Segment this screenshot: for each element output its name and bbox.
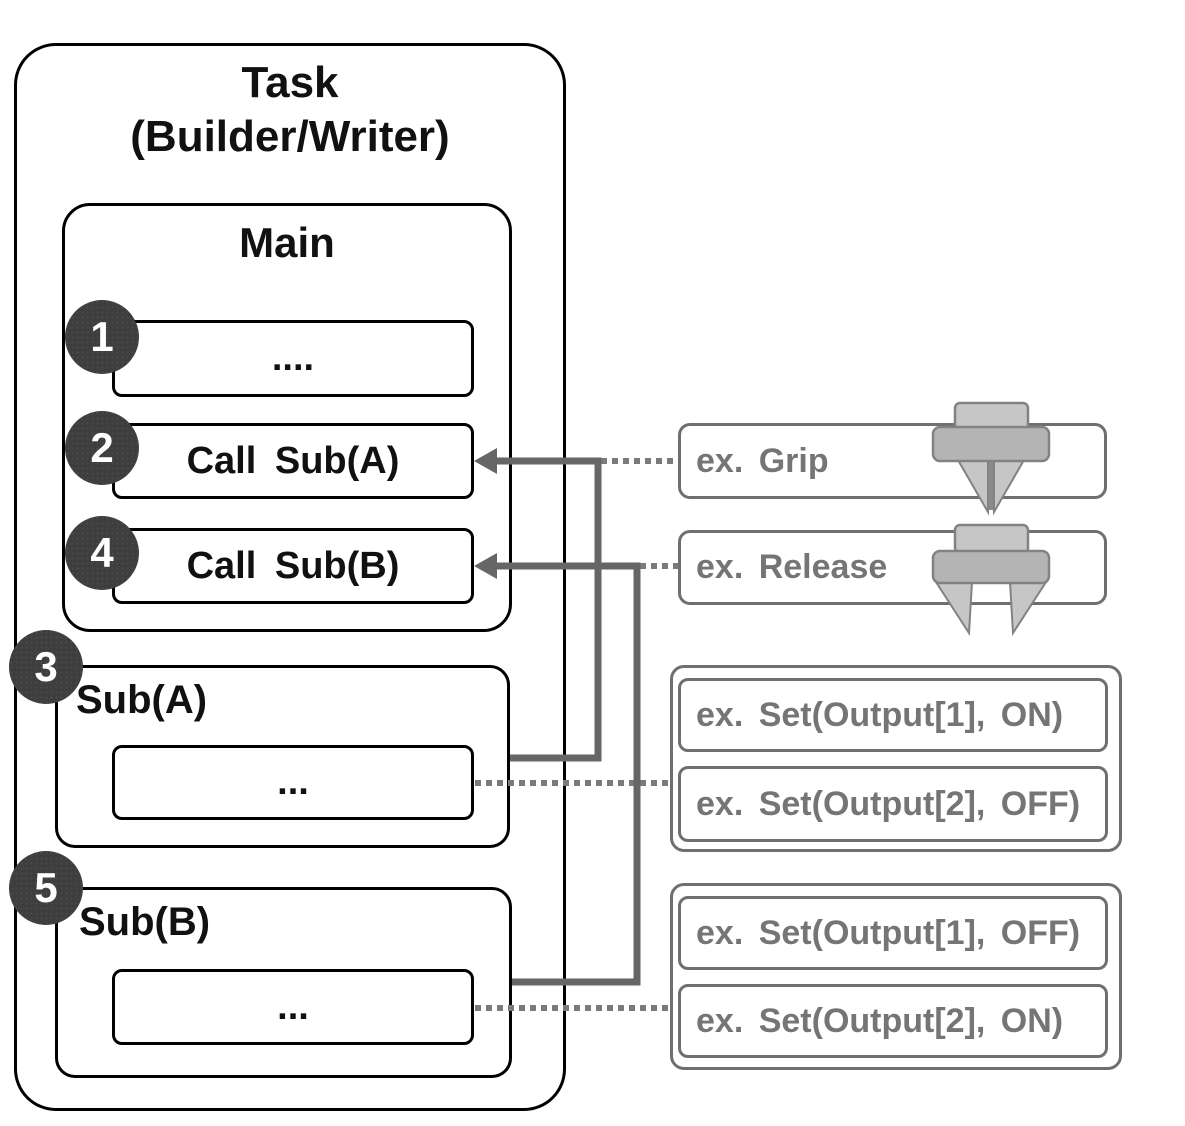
sub-b-body-box: ...: [112, 969, 474, 1045]
main-step-4-box: Call Sub(B): [112, 528, 474, 604]
sub-a-body-label: ...: [277, 761, 309, 803]
main-step-2-box: Call Sub(A): [112, 423, 474, 499]
sub-b-example-1-box: ex. Set(Output[1], OFF): [678, 896, 1108, 970]
sub-a-example-2-label: ex. Set(Output[2], OFF): [696, 784, 1081, 823]
step-badge-5: 5: [9, 851, 83, 925]
sub-b-example-1-label: ex. Set(Output[1], OFF): [696, 913, 1081, 952]
sub-b-title: Sub(B): [79, 900, 211, 944]
grip-example-label: ex. Grip: [696, 441, 829, 480]
sub-a-body-box: ...: [112, 745, 474, 820]
release-example-label: ex. Release: [696, 548, 888, 586]
main-step-2-label: Call Sub(A): [186, 439, 400, 482]
main-step-4-label: Call Sub(B): [186, 544, 400, 587]
sub-a-example-2-box: ex. Set(Output[2], OFF): [678, 766, 1108, 842]
task-title-line1: Task: [241, 58, 339, 107]
sub-b-body-label: ...: [277, 985, 309, 1028]
sub-a-title: Sub(A): [76, 678, 208, 722]
step-badge-3: 3: [9, 630, 83, 704]
release-example-box: ex. Release: [678, 530, 1107, 605]
step-badge-1: 1: [65, 300, 139, 374]
sub-b-example-2-label: ex. Set(Output[2], ON): [696, 1001, 1064, 1040]
step-badge-2: 2: [65, 411, 139, 485]
task-title: Task (Builder/Writer): [14, 56, 566, 164]
main-step-1-box: ....: [112, 320, 474, 397]
grip-example-box: ex. Grip: [678, 423, 1107, 499]
sub-a-example-1-label: ex. Set(Output[1], ON): [696, 695, 1064, 734]
main-step-1-label: ....: [271, 337, 315, 379]
sub-b-example-2-box: ex. Set(Output[2], ON): [678, 984, 1108, 1058]
task-title-line2: (Builder/Writer): [130, 112, 450, 161]
sub-a-example-1-box: ex. Set(Output[1], ON): [678, 678, 1108, 752]
step-badge-4: 4: [65, 516, 139, 590]
main-title: Main: [239, 219, 335, 266]
